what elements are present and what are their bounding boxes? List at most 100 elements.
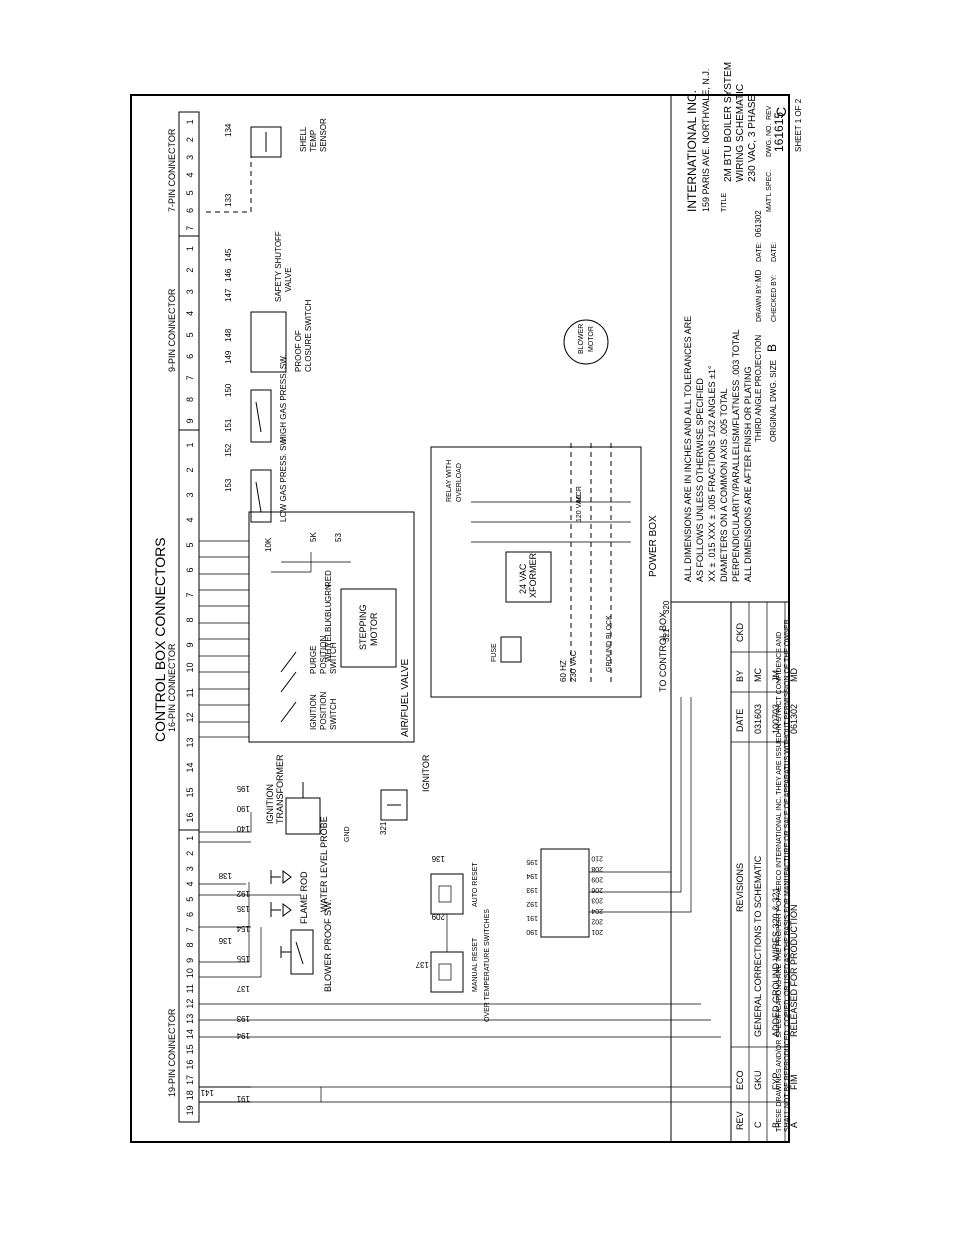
dwg-no-label: DWG. NO.	[766, 124, 773, 157]
rev-letter: C	[773, 107, 789, 117]
svg-text:LOW GAS PRESS. SW.: LOW GAS PRESS. SW.	[279, 436, 288, 522]
revisions-label: REVISIONS	[735, 863, 745, 912]
low-gas-pressure-switch: LOW GAS PRESS. SW. 153 152	[224, 436, 288, 523]
wire-140: 140	[236, 824, 250, 833]
wire-194: 194	[236, 1031, 250, 1040]
svg-text:XFORMER: XFORMER	[528, 552, 538, 598]
tol-line-5: PERPENDICULARITY/PARALLELISM/FLATNESS .0…	[731, 329, 741, 582]
terminal-strip-label: 208	[591, 865, 603, 872]
rev-header-by: BY	[735, 670, 745, 682]
wire-195: 195	[236, 784, 250, 793]
connector-pin: 12	[185, 712, 195, 722]
safety-shutoff-valve: SAFETY SHUTOFF VALVE 147 146 145	[224, 231, 293, 302]
svg-text:SWITCH: SWITCH	[329, 642, 338, 674]
connector-19-label: 19-PIN CONNECTOR	[167, 1008, 177, 1097]
tol-line-3: XX ± .015 XXX ± .005 FRACTIONS 1/32 ANGL…	[707, 365, 717, 582]
terminal-strip-label: 203	[591, 897, 603, 904]
svg-text:SAFETY SHUTOFF: SAFETY SHUTOFF	[274, 231, 283, 302]
wire-192: 192	[236, 889, 250, 898]
date-value: 061302	[754, 210, 763, 237]
connector-pin: 2	[185, 467, 195, 472]
company-address: 159 PARIS AVE. NORTHVALE, N.J.	[701, 69, 711, 212]
checked-by-label: CHECKED BY:	[771, 275, 778, 322]
water-level-probe: WATER LEVEL PROBE	[270, 816, 329, 912]
svg-text:MANUAL RESET: MANUAL RESET	[472, 937, 479, 992]
svg-text:150: 150	[224, 383, 233, 397]
svg-text:FLAME ROD: FLAME ROD	[299, 871, 309, 924]
tol-line-2: AS FOLLOWS UNLESS OTHERWISE SPECIFIED	[695, 378, 705, 582]
connector-bar	[178, 111, 200, 1123]
power-box-label: POWER BOX	[648, 515, 659, 577]
svg-text:60 HZ: 60 HZ	[559, 660, 568, 682]
svg-text:RELAY WITH: RELAY WITH	[446, 460, 453, 502]
svg-text:MOTOR: MOTOR	[588, 326, 595, 352]
svg-text:AUTO RESET: AUTO RESET	[472, 862, 479, 907]
orig-size: B	[765, 344, 779, 352]
connector-pin: 7	[185, 375, 195, 380]
svg-text:PROOF OF: PROOF OF	[294, 330, 303, 372]
wire-141: 141	[200, 1088, 214, 1097]
connector-pin: 18	[185, 1090, 195, 1100]
svg-text:137: 137	[415, 960, 429, 969]
rev-header-ckd: CKD	[735, 622, 745, 642]
connector-pin: 3	[185, 492, 195, 497]
connector-pin: 1	[185, 246, 195, 251]
svg-text:VALVE: VALVE	[284, 267, 293, 292]
bottom-bus-wiring	[321, 697, 731, 1088]
svg-text:147: 147	[224, 288, 233, 302]
svg-text:SENSOR: SENSOR	[319, 118, 328, 152]
svg-text:TRANSFORMER: TRANSFORMER	[275, 754, 285, 824]
revision-rev: B	[771, 1122, 781, 1128]
terminal-strip-left-label: 194	[526, 872, 538, 879]
connector-9-label: 9-PIN CONNECTOR	[167, 288, 177, 372]
air-fuel-valve-label: AIR/FUEL VALVE	[400, 658, 411, 737]
wiring-schematic: CONTROL BOX CONNECTORS 19-PIN CONNECTOR …	[130, 62, 803, 1143]
svg-text:POSITION: POSITION	[319, 692, 328, 730]
svg-text:24 VAC: 24 VAC	[518, 563, 528, 594]
orig-size-label: ORIGINAL DWG. SIZE	[769, 360, 778, 442]
drawn-by: MD	[754, 269, 763, 282]
wire-321: 321	[662, 628, 671, 642]
connector-pin: 9	[185, 418, 195, 423]
connector-pin: 14	[185, 762, 195, 772]
svg-text:145: 145	[224, 248, 233, 262]
stepping-motor: STEPPING MOTOR WHT YEL BLK BLU GRN RED	[324, 570, 397, 668]
connector-pin: 1	[185, 836, 195, 841]
ignition-position-switch: IGNITION POSITION SWITCH	[280, 671, 338, 730]
connector-pin: 3	[185, 289, 195, 294]
connector-pin: 14	[185, 1029, 195, 1039]
air-fuel-valve-box	[248, 511, 415, 743]
connector-7-label: 7-PIN CONNECTOR	[167, 128, 177, 212]
power-box	[430, 446, 642, 698]
date-label: DATE:	[756, 242, 763, 262]
high-gas-pressure-switch: HIGH GAS PRESS. SW. 151 150	[224, 354, 288, 443]
notice-line-2: SHALL NOT BE REPRODUCED, COPIED, OR USED…	[784, 617, 791, 1132]
drawn-by-label: DRAWN BY:	[756, 283, 763, 322]
connector-pin: 1	[185, 442, 195, 447]
blower-motor: BLOWER MOTOR	[563, 319, 609, 365]
wire-320: 320	[662, 600, 671, 614]
connector-pin: 3	[185, 866, 195, 871]
svg-text:RED: RED	[324, 570, 333, 587]
wire-136: 136	[218, 936, 232, 945]
proof-of-closure-switch: PROOF OF CLOSURE SWITCH 149 148	[224, 299, 313, 373]
matl-spec-label: MAT'L SPEC.	[766, 170, 773, 212]
svg-text:209: 209	[431, 912, 445, 921]
power-box-internals: 24 VAC XFORMER FUSE 60 HZ 230 VAC RELAY …	[446, 442, 631, 682]
dwg-no: 161615	[772, 112, 786, 152]
connector-pin: 16	[185, 1060, 195, 1070]
svg-text:10K: 10K	[264, 537, 273, 552]
tol-line-1: ALL DIMENSIONS ARE IN INCHES AND ALL TOL…	[683, 316, 693, 582]
terminal-strip-left-label: 190	[526, 928, 538, 935]
connector-pin: 8	[185, 942, 195, 947]
svg-text:230 VAC: 230 VAC	[569, 650, 578, 682]
drawing-border	[130, 94, 790, 1143]
svg-text:GND: GND	[344, 826, 351, 842]
connector-pin: 1	[185, 119, 195, 124]
svg-text:IGNITION: IGNITION	[265, 784, 275, 824]
revision-rev: A	[789, 1122, 799, 1128]
ignition-transformer: IGNITION TRANSFORMER GND	[265, 754, 351, 842]
